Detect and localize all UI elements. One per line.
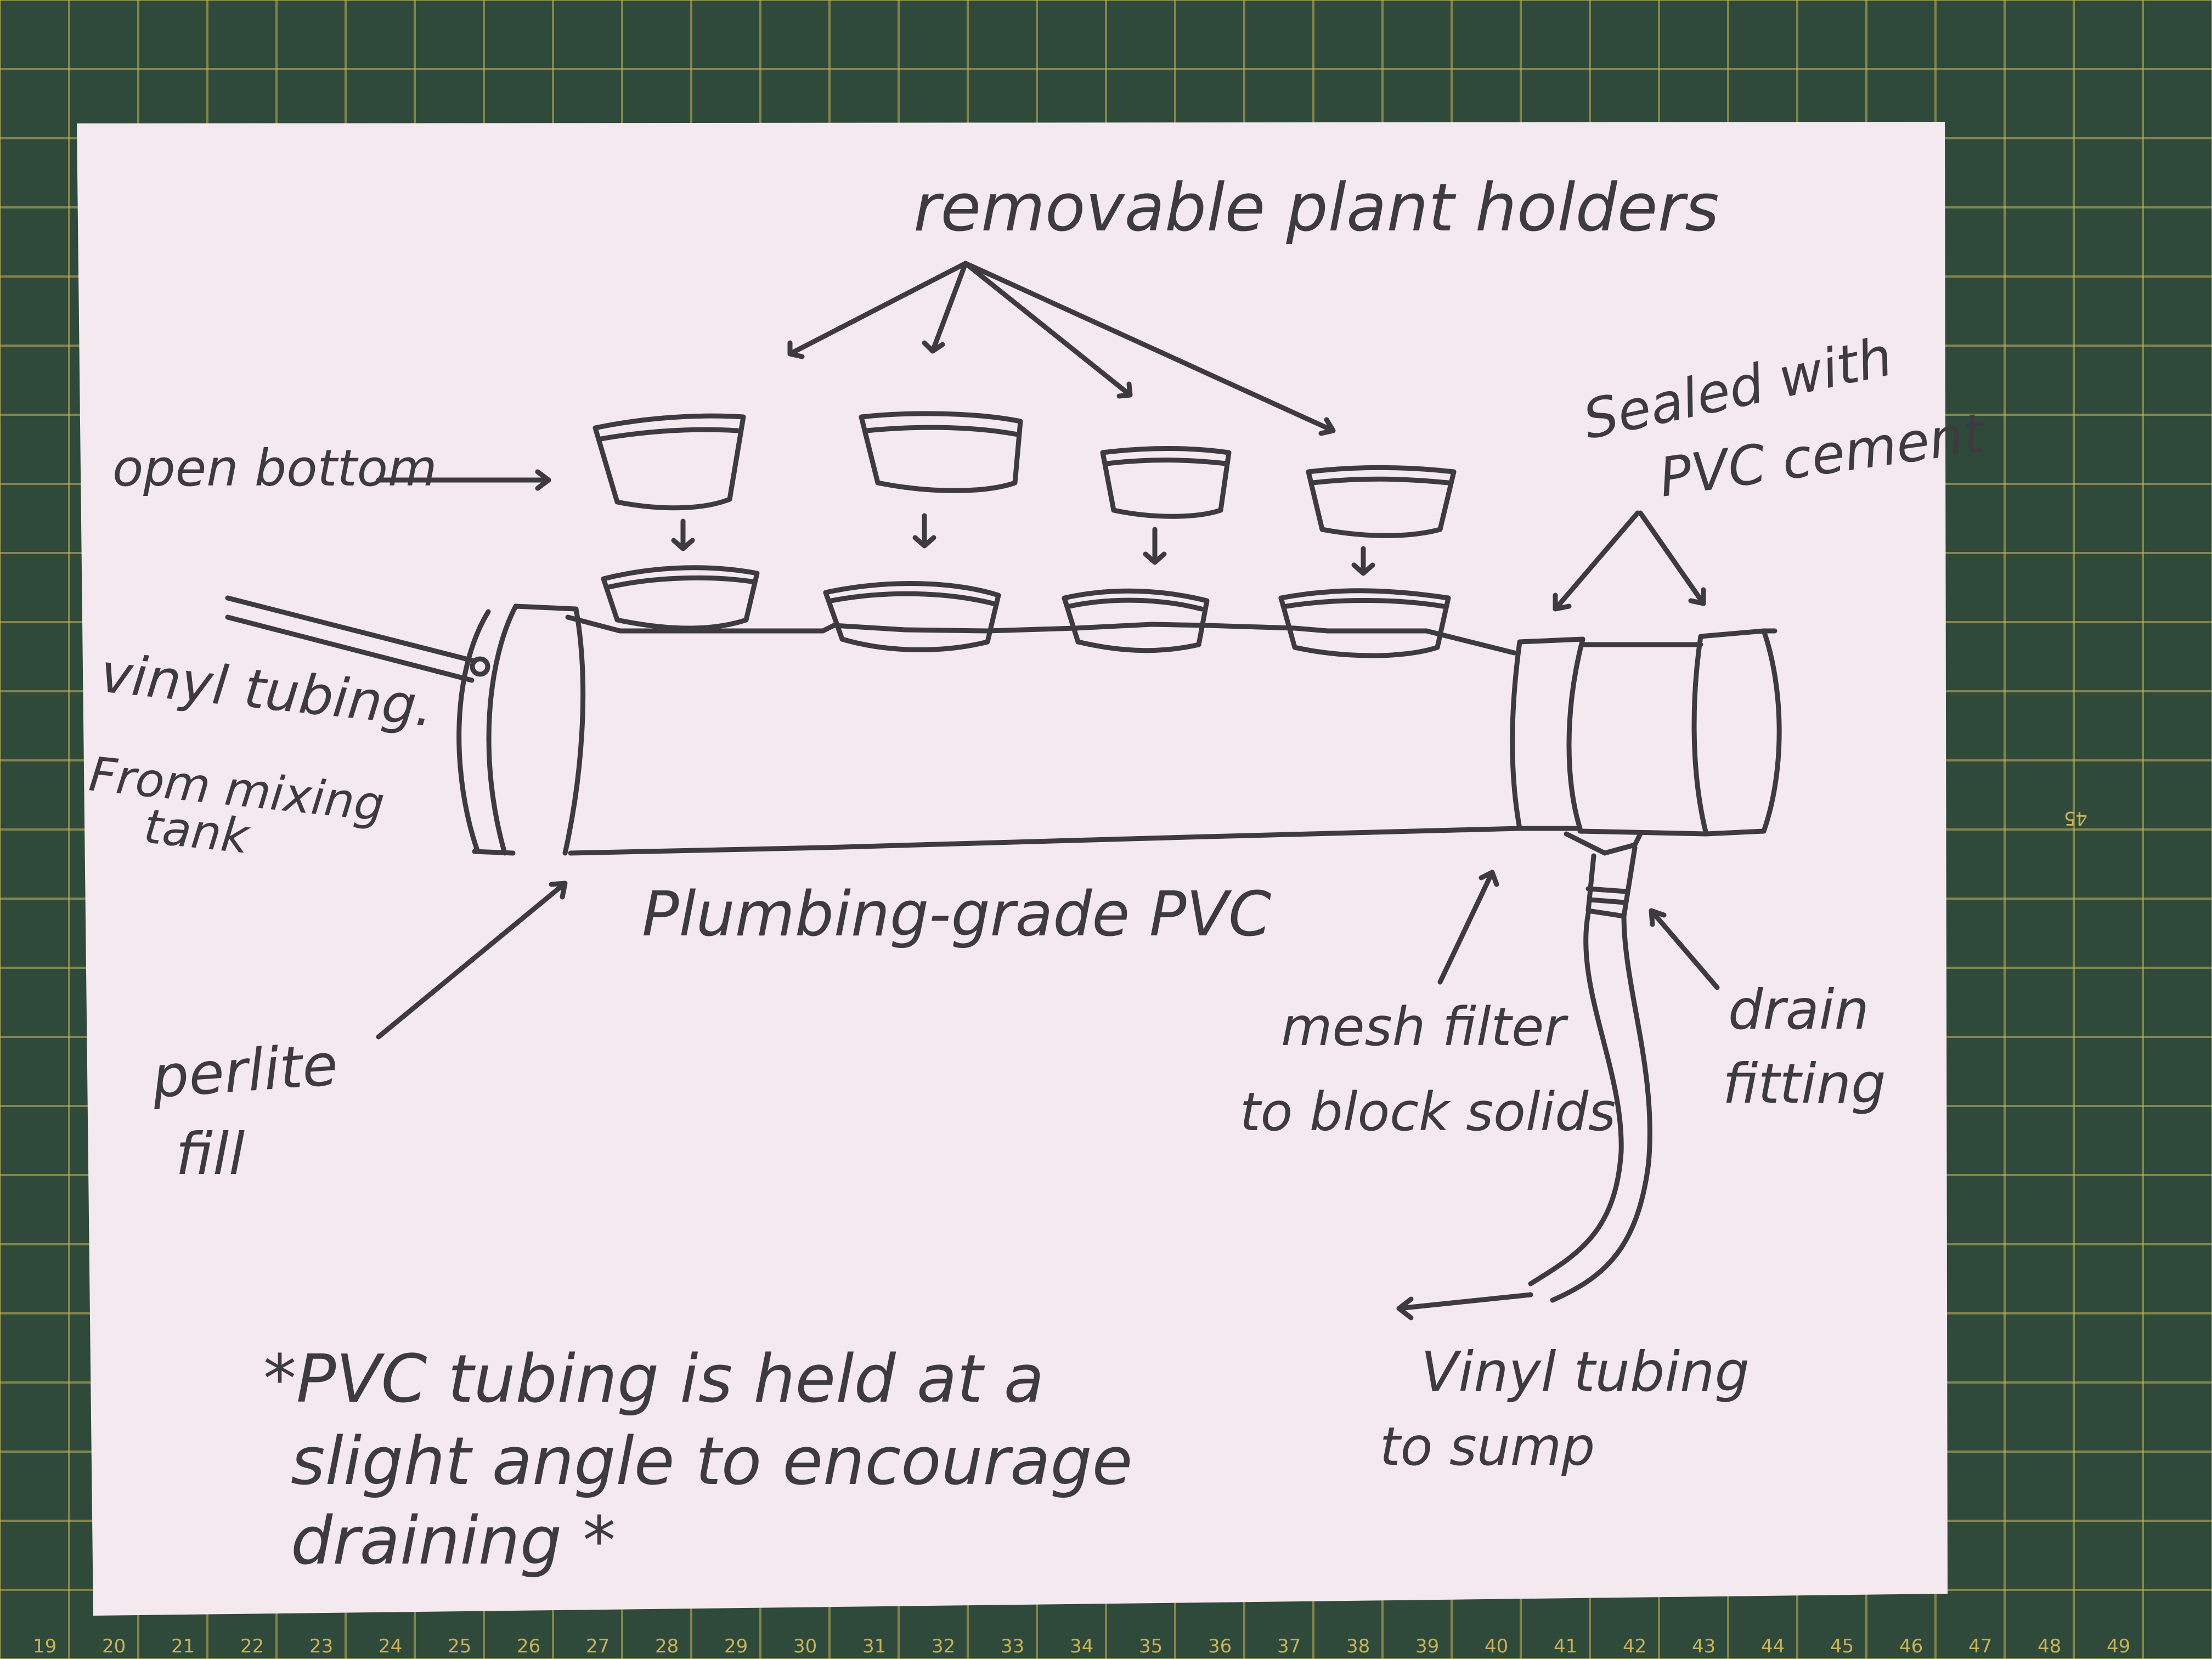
mat-ruler-number: 48 [2038,1635,2061,1657]
drain-fitting-arrow [1649,908,1720,990]
insert-arrow-2 [912,513,936,549]
mat-ruler-number: 33 [1001,1635,1024,1657]
title-arrow-4 [963,261,1336,436]
mat-ruler-number: 32 [932,1635,955,1657]
mat-ruler-number: 49 [2107,1635,2130,1657]
pipe-label: Plumbing-grade PVC [642,879,1271,950]
mat-ruler-number: 39 [1415,1635,1439,1657]
mat-ruler-number: 41 [1554,1635,1577,1657]
sealed-arrow-right [1638,510,1706,606]
plant-holder-2-lifted [859,411,1023,493]
insert-arrow-4 [1351,546,1375,576]
mat-ruler-number: 21 [171,1635,195,1657]
mat-ruler-number: 37 [1277,1635,1301,1657]
mat-ruler-number: 43 [1692,1635,1716,1657]
outlet-tubing [1528,911,1652,1303]
note-line3: draining * [291,1503,616,1579]
title-label: removable plant holders [913,170,1719,246]
mat-ruler-numbers: 19 20 21 22 23 24 25 26 27 28 29 30 31 32 33 34 35 36 37 38… [33,1635,2130,1657]
mat-ruler-number: 35 [1139,1635,1163,1657]
mat-ruler-number: 20 [102,1635,126,1657]
mat-ruler-number: 40 [1485,1635,1508,1657]
mat-ruler-number: 38 [1346,1635,1370,1657]
mat-ruler-number: 25 [448,1635,471,1657]
plant-holder-4-lifted [1306,465,1457,538]
perlite-label-line1: perlite [149,1031,340,1111]
mat-ruler-number: 23 [309,1635,333,1657]
plant-holder-4-seated [1278,588,1451,658]
outlet-label-line1: Vinyl tubing [1421,1340,1750,1404]
inlet-port [470,656,490,677]
mat-ruler-number: 44 [1761,1635,1785,1657]
mat-ruler-number: 30 [793,1635,817,1657]
filter-label-line2: to block solids [1240,1081,1616,1143]
mat-ruler-number: 22 [240,1635,264,1657]
perlite-arrow [376,881,568,1040]
insert-arrow-1 [671,518,695,551]
filter-label-line1: mesh filter [1281,996,1568,1058]
inlet-label-line3: tank [142,799,253,865]
perlite-label-line2: fill [176,1121,245,1188]
drain-fitting [1564,831,1643,919]
open-bottom-label: open bottom [112,439,437,498]
mat-ruler-number: 46 [1899,1635,1923,1657]
title-arrow-2 [922,261,968,354]
mat-ruler-number: 47 [1968,1635,1992,1657]
mat-ruler-number: 36 [1208,1635,1232,1657]
right-coupling [1510,636,1585,831]
title-arrow-3 [963,261,1133,399]
note-line1: *PVC tubing is held at a [263,1341,1044,1418]
plant-holder-1-seated [601,565,760,631]
insert-arrow-3 [1143,527,1167,565]
drain-label-line2: fitting [1723,1052,1886,1116]
mat-ruler-number: 19 [33,1635,57,1657]
plant-holder-2-seated [823,581,1001,652]
mat-ruler-number: 27 [586,1635,610,1657]
outlet-arrow [1396,1292,1533,1321]
plant-holder-1-lifted [592,413,746,511]
mat-ruler-number: 31 [862,1635,886,1657]
sealed-arrow-left [1553,510,1640,612]
mat-ruler-number: 42 [1623,1635,1646,1657]
paper-sheet [77,122,1948,1616]
mesh-filter-arrow [1437,870,1499,985]
plant-holder-3-lifted [1100,446,1232,519]
labels: removable plant holders open bottom Seal… [87,170,1990,1579]
mat-ruler-number: 28 [655,1635,679,1657]
right-pipe-bottom [1577,828,1709,837]
left-end-cap [456,603,586,856]
outlet-label-line2: to sump [1380,1416,1595,1477]
pvc-pipe-bottom [568,826,1522,856]
inlet-tubing [225,595,477,683]
open-bottom-arrow [376,469,551,491]
pvc-sketch [225,261,1782,1321]
note-line2: slight angle to encourage [291,1424,1133,1500]
right-end-cap [1580,628,1782,837]
mat-ruler-number: 34 [1070,1635,1093,1657]
mat-ruler-number: 24 [379,1635,402,1657]
drain-label-line1: drain [1728,978,1869,1042]
mat-ruler-number: 29 [724,1635,748,1657]
mat-ruler-number: 26 [517,1635,540,1657]
plant-holder-3-seated [1062,588,1210,653]
mat-ruler-number: 45 [1830,1635,1854,1657]
title-arrow-1 [787,261,968,359]
mat-side-marker: 45 [2064,807,2087,829]
